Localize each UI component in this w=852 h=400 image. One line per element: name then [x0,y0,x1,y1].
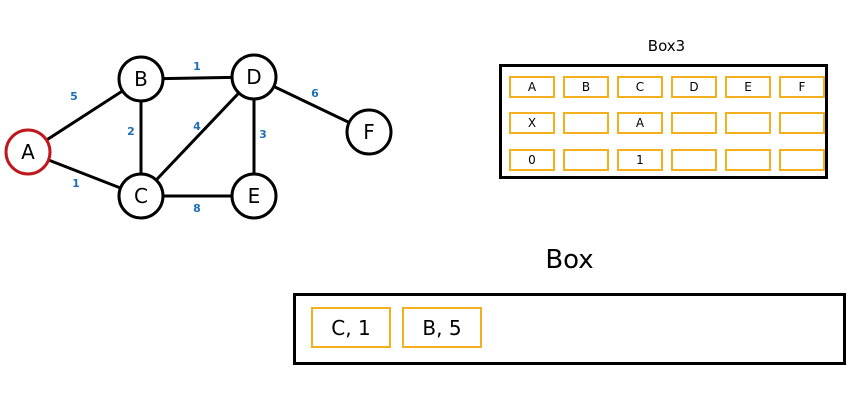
box3-cell: C [617,76,663,98]
box-title: Box [545,245,594,275]
box3-cell [563,149,609,171]
edge-weight-b-c: 2 [127,125,135,138]
node-label-b: B [134,67,148,91]
box3-row-header: A B C D E F [509,76,825,98]
box3-cell [725,149,771,171]
edge-weight-b-d: 1 [193,60,201,73]
edge-weight-d-f: 6 [311,87,319,100]
box3-cell [725,112,771,134]
box3-row-distance: 0 1 [509,149,825,171]
box3-cell: D [671,76,717,98]
node-e [230,172,278,220]
node-label-e: E [248,184,261,208]
box3-cell [671,149,717,171]
node-label-c: C [134,184,148,208]
box3-cell: F [779,76,825,98]
box3-title: Box3 [647,37,686,55]
edge-c-d [139,75,256,198]
box-item: B, 5 [402,307,482,348]
box3-cell: 1 [617,149,663,171]
node-f [345,108,393,156]
box3-cell: A [617,112,663,134]
box3-cell: B [563,76,609,98]
edge-weight-a-b: 5 [70,90,78,103]
edge-weight-c-d: 4 [193,120,201,133]
box3-cell [779,149,825,171]
box3-cell: E [725,76,771,98]
box-queue: C, 1 B, 5 [293,293,846,365]
node-label-d: D [246,65,261,89]
box3-cell: A [509,76,555,98]
box3-row-previous: X A [509,112,825,134]
node-a [4,128,52,176]
box3-cell [779,112,825,134]
box3-cell [563,112,609,134]
node-label-f: F [363,120,375,144]
node-d [230,53,278,101]
box3-cell [671,112,717,134]
box3-cell: X [509,112,555,134]
edge-weight-c-e: 8 [193,202,201,215]
node-b [117,55,165,103]
box-item: C, 1 [311,307,391,348]
edge-weight-d-e: 3 [259,128,267,141]
node-c [117,172,165,220]
node-label-a: A [21,140,35,164]
box3-table: A B C D E F X A 0 1 [499,64,828,179]
edge-weight-a-c: 1 [72,177,80,190]
box3-cell: 0 [509,149,555,171]
